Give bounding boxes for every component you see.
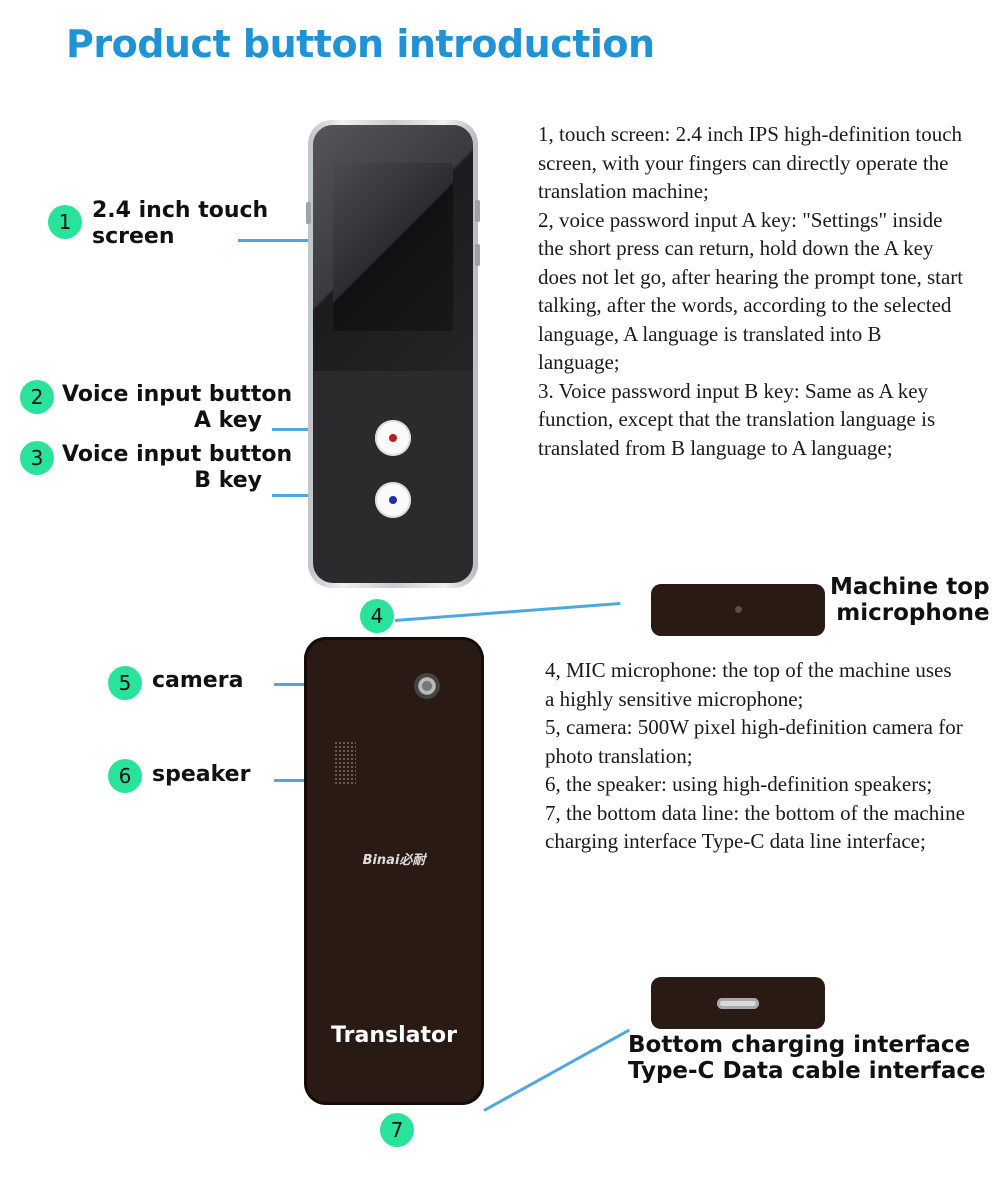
callout-touch-screen: 2.4 inch touch screen bbox=[92, 198, 268, 250]
callout-badge-5: 5 bbox=[108, 666, 142, 700]
description-3: 3. Voice password input B key: Same as A… bbox=[538, 378, 936, 460]
callout-b-key: Voice input button B key bbox=[62, 442, 293, 494]
page-title: Product button introduction bbox=[66, 22, 655, 66]
callout-badge-1: 1 bbox=[48, 205, 82, 239]
device-bottom-view bbox=[651, 977, 825, 1029]
b-key-button bbox=[375, 482, 411, 518]
side-button-right-2 bbox=[475, 244, 480, 266]
b-key-dot bbox=[389, 496, 397, 504]
side-button-right-1 bbox=[475, 200, 480, 222]
microphone-hole bbox=[735, 606, 742, 613]
description-2: 2, voice password input A key: "Settings… bbox=[538, 207, 964, 375]
callout-a-key-line1: Voice input button bbox=[62, 382, 293, 407]
callout-b-key-line2: B key bbox=[194, 468, 262, 493]
device-back-label: Translator bbox=[331, 1023, 457, 1048]
description-bottom: 4, MIC microphone: the top of the machin… bbox=[545, 656, 965, 856]
description-4: 4, MIC microphone: the top of the machin… bbox=[545, 658, 952, 711]
description-1: 1, touch screen: 2.4 inch IPS high-defin… bbox=[538, 122, 963, 203]
callout-charging-interface: Bottom charging interface Type-C Data ca… bbox=[628, 1032, 986, 1084]
side-button-left bbox=[306, 202, 311, 224]
leader-line-1 bbox=[238, 239, 334, 242]
callout-badge-7: 7 bbox=[380, 1113, 414, 1147]
a-key-dot bbox=[389, 434, 397, 442]
callout-badge-2: 2 bbox=[20, 380, 54, 414]
brand-logo: Binai必耐 bbox=[362, 853, 426, 868]
device-back: Binai必耐 Translator bbox=[304, 637, 484, 1105]
callout-microphone-line2: microphone bbox=[836, 600, 990, 626]
callout-speaker: speaker bbox=[152, 762, 251, 787]
description-7: 7, the bottom data line: the bottom of t… bbox=[545, 800, 965, 854]
camera-icon bbox=[414, 673, 440, 699]
callout-touch-screen-line1: 2.4 inch touch bbox=[92, 198, 269, 223]
callout-touch-screen-line2: screen bbox=[92, 224, 175, 249]
device-top-view bbox=[651, 584, 825, 636]
callout-microphone: Machine top microphone bbox=[830, 574, 990, 626]
callout-a-key: Voice input button A key bbox=[62, 382, 293, 434]
callout-badge-3: 3 bbox=[20, 441, 54, 475]
leader-line-7 bbox=[483, 1028, 630, 1112]
speaker-grille-icon bbox=[334, 741, 356, 785]
device-front bbox=[306, 120, 480, 588]
a-key-button bbox=[375, 420, 411, 456]
callout-charging-line2: Type-C Data cable interface bbox=[628, 1058, 986, 1084]
callout-microphone-line1: Machine top bbox=[830, 574, 990, 600]
description-5: 5, camera: 500W pixel high-definition ca… bbox=[545, 715, 963, 768]
type-c-port-icon bbox=[717, 998, 759, 1009]
description-top: 1, touch screen: 2.4 inch IPS high-defin… bbox=[538, 120, 968, 462]
callout-badge-4: 4 bbox=[360, 599, 394, 633]
device-front-body bbox=[313, 125, 473, 583]
leader-line-4 bbox=[394, 602, 621, 622]
description-6: 6, the speaker: using high-definition sp… bbox=[545, 772, 933, 796]
callout-b-key-line1: Voice input button bbox=[62, 442, 293, 467]
touch-screen bbox=[333, 163, 453, 331]
callout-camera: camera bbox=[152, 668, 244, 693]
callout-charging-line1: Bottom charging interface bbox=[628, 1032, 971, 1058]
callout-badge-6: 6 bbox=[108, 759, 142, 793]
callout-a-key-line2: A key bbox=[194, 408, 262, 433]
leader-line-6 bbox=[274, 779, 332, 782]
